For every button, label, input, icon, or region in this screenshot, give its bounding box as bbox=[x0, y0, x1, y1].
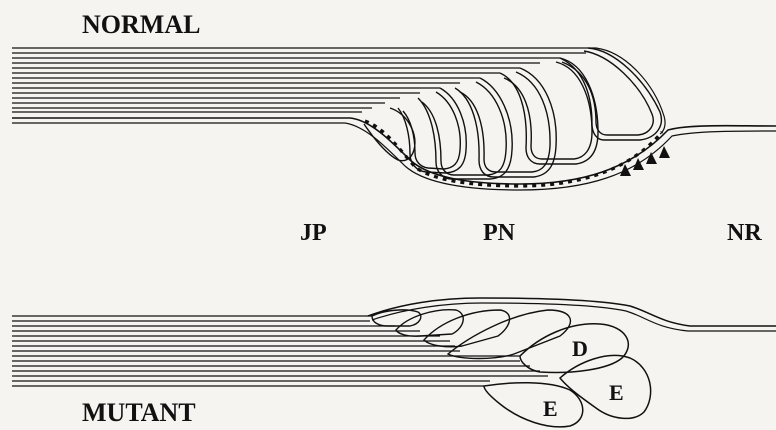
e-label-right: E bbox=[609, 380, 624, 406]
normal-label: NORMAL bbox=[82, 10, 200, 40]
mutant-compact-myelin bbox=[12, 316, 548, 386]
mutant-label: MUTANT bbox=[82, 398, 196, 428]
mutant-loop-e-left bbox=[484, 383, 583, 427]
e-label-left: E bbox=[543, 396, 558, 422]
normal-compact-myelin bbox=[12, 48, 588, 112]
nr-label: NR bbox=[727, 220, 762, 247]
pn-label: PN bbox=[483, 220, 515, 247]
jp-label: JP bbox=[300, 220, 327, 247]
normal-panel bbox=[12, 48, 776, 190]
mutant-loop-e-right bbox=[560, 355, 651, 418]
d-label: D bbox=[572, 336, 588, 362]
